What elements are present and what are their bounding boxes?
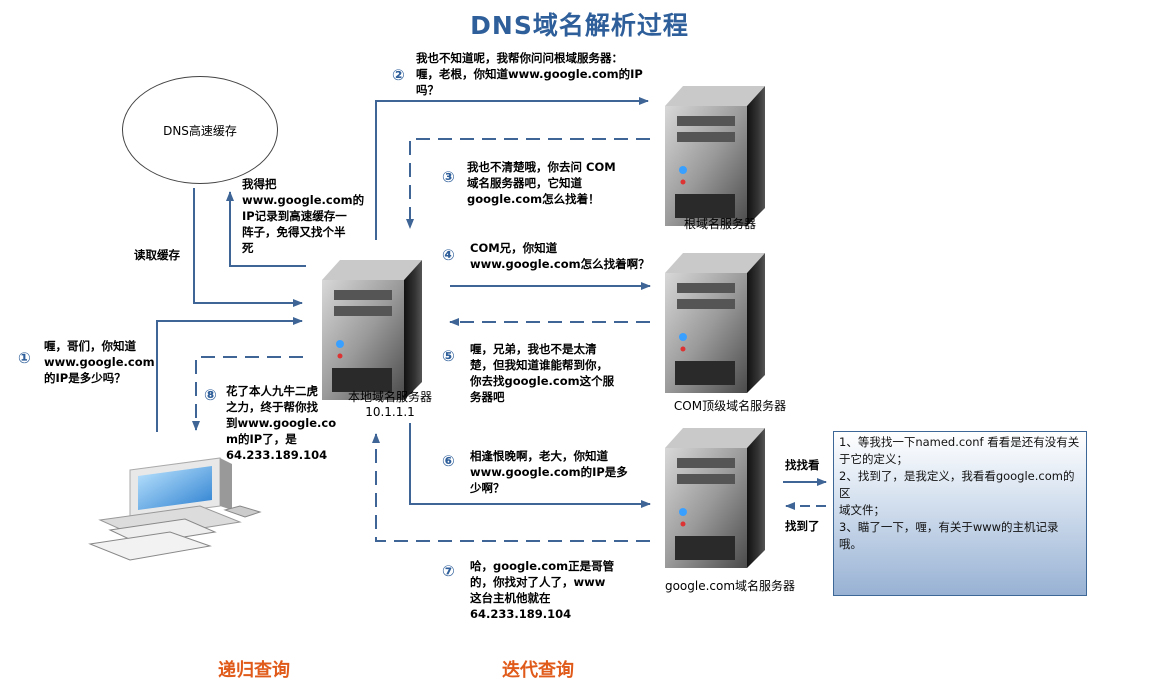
iterative-query-label: 迭代查询 [502, 660, 574, 681]
server-icon-com [665, 253, 765, 393]
step8-number: ⑧ [204, 386, 217, 404]
step5-text: 喱，兄弟，我也不是太清 楚，但我知道谁能帮到你， 你去找google.com这个… [470, 342, 615, 404]
server-icon-google [665, 428, 765, 568]
arrow-read-cache [193, 188, 303, 307]
root-server-caption: 根域名服务器 [683, 217, 756, 231]
arrow-step8 [192, 356, 303, 431]
server-icon-root [665, 86, 765, 226]
step4-number: ④ [442, 246, 455, 264]
step6-text: 相逢恨晚啊，老大，你知道 www.google.com的IP是多 少啊？ [470, 449, 628, 495]
step1-text: 喱，哥们，你知道 www.google.com 的IP是多少吗？ [44, 339, 155, 385]
arrow-step6 [409, 423, 651, 508]
arrow-step7 [372, 433, 650, 542]
write-cache-label: 我得把 www.google.com的 IP记录到高速缓存一 阵子，免得又找个半… [242, 177, 365, 255]
step1-number: ① [18, 349, 31, 367]
local-server-caption: 本地域名服务器 10.1.1.1 [347, 390, 432, 419]
step7-number: ⑦ [442, 562, 455, 580]
dns-cache-node: DNS高速缓存 [122, 76, 278, 184]
lookup-note-box: 1、等我找一下named.conf 看看是还有没有关 于它的定义； 2、找到了，… [833, 431, 1087, 596]
find-label: 找找看 [785, 458, 820, 472]
server-icon-local [322, 260, 422, 400]
arrow-step1 [156, 317, 303, 432]
found-label: 找到了 [785, 519, 820, 533]
recursive-query-label: 递归查询 [218, 660, 290, 681]
computer-icon-client [88, 457, 262, 561]
step3-number: ③ [442, 168, 455, 186]
diagram-title: DNS域名解析过程 [470, 11, 689, 40]
arrow-step3 [406, 138, 650, 229]
com-server-caption: COM顶级域名服务器 [673, 399, 787, 413]
step4-text: COM兄，你知道 www.google.com怎么找着啊？ [470, 241, 650, 271]
step3-text: 我也不清楚哦，你去问 COM 域名服务器吧，它知道 google.com怎么找着… [467, 160, 616, 206]
step6-number: ⑥ [442, 452, 455, 470]
arrow-step2 [375, 97, 649, 240]
step5-number: ⑤ [442, 347, 455, 365]
step2-number: ② [392, 66, 405, 84]
step2-text: 我也不知道呢，我帮你问问根域服务器： 喱，老根，你知道www.google.co… [416, 51, 643, 97]
arrow-write-cache [226, 191, 306, 267]
step8-text: 花了本人九牛二虎 之力，终于帮你找 到www.google.co m的IP了，是… [226, 384, 337, 462]
read-cache-label: 读取缓存 [134, 248, 180, 262]
step7-text: 哈，google.com正是哥管 的，你找对了人了，www 这台主机他就在 64… [470, 559, 615, 621]
google-server-caption: google.com域名服务器 [664, 579, 796, 593]
